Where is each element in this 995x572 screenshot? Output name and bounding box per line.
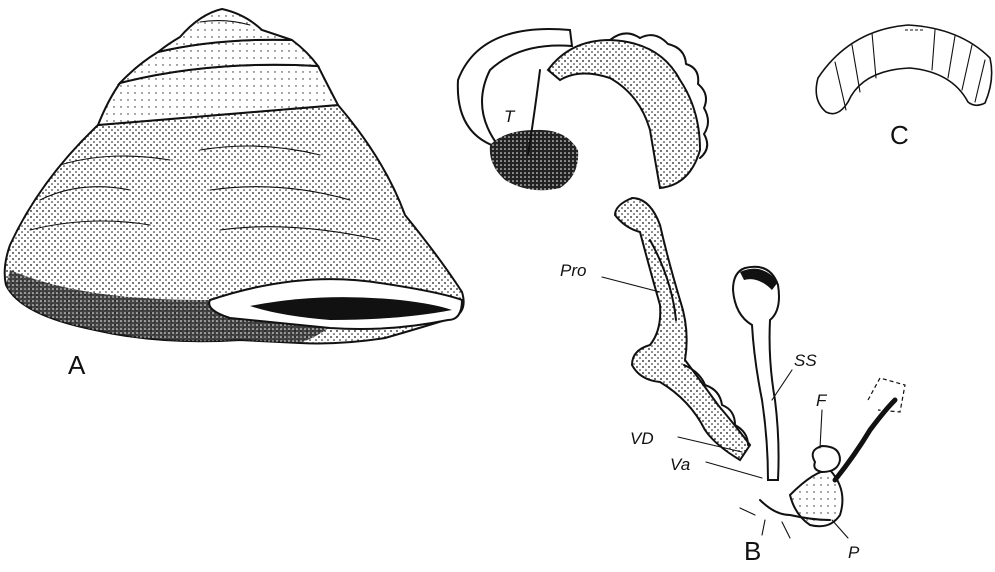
prostate-duct-lower: [615, 198, 750, 460]
panel-label-b: B: [744, 536, 761, 566]
leader-p: [832, 520, 848, 538]
dark-tuft: [490, 130, 578, 190]
panel-c-jaw: [816, 25, 991, 114]
panel-label-a: A: [68, 350, 86, 380]
panel-label-c: C: [890, 120, 909, 150]
label-f: F: [816, 391, 828, 410]
leader-f: [820, 410, 822, 448]
label-t: T: [504, 107, 516, 126]
label-va: Va: [670, 455, 690, 474]
label-pro: Pro: [560, 261, 586, 280]
leader-pro: [602, 277, 660, 292]
leader-va: [706, 462, 762, 478]
label-vd: VD: [630, 429, 654, 448]
flagellum-loop: [813, 446, 840, 472]
epiphallus: [835, 400, 895, 480]
leader-ss: [772, 370, 792, 400]
jaw-outline: [816, 25, 991, 114]
label-ss: SS: [794, 351, 817, 370]
crescent-flap: [458, 29, 572, 148]
label-p: P: [848, 543, 860, 562]
panel-a-shell: [5, 9, 464, 343]
